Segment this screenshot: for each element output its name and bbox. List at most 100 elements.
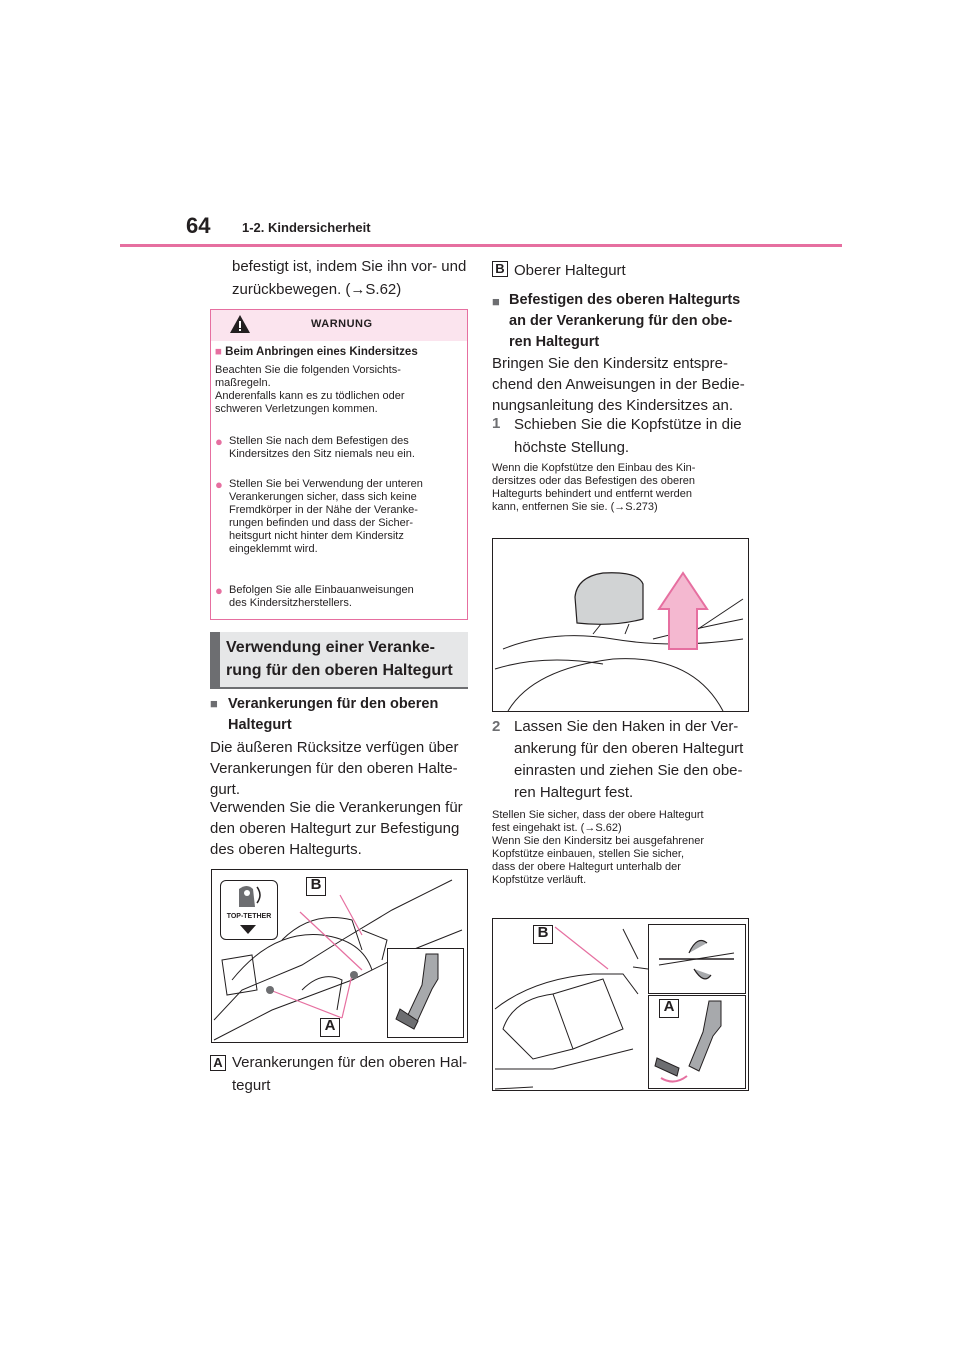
legend-b-text: Oberer Haltegurt xyxy=(514,262,626,279)
rear-seat-illustration xyxy=(213,879,463,1041)
topic-box xyxy=(210,632,468,687)
paragraph-line: nungsanleitung des Kindersitzes an. xyxy=(492,397,733,414)
topic-bar xyxy=(210,632,220,687)
step-line: ren Haltegurt fest. xyxy=(514,784,634,801)
bullet-dot-icon: ● xyxy=(215,583,223,598)
warning-bullet-line: heitsgurt nicht hinter dem Kindersitz xyxy=(229,530,404,542)
warning-bullet-line: des Kindersitzherstellers. xyxy=(229,597,352,609)
paragraph-line: Verankerungen für den oberen Halte- xyxy=(210,760,458,777)
paragraph-line: gurt. xyxy=(210,781,241,798)
warning-intro-line: maßregeln. xyxy=(215,377,271,389)
square-bullet-icon: ■ xyxy=(210,696,218,711)
sub-heading-line: Haltegurt xyxy=(228,717,292,733)
warning-bullet-line: Verankerungen sicher, dass sich keine xyxy=(229,491,417,503)
step-line: Schieben Sie die Kopfstütze in die xyxy=(514,416,742,433)
sub-heading-right: Befestigen des oberen Haltegurts an der … xyxy=(509,290,740,353)
warning-bullet-line: Fremdkörper in der Nähe der Veranke- xyxy=(229,504,418,516)
paragraph-line: Die äußeren Rücksitze verfügen über xyxy=(210,739,459,756)
note-1: Wenn die Kopfstütze den Einbau des Kin- … xyxy=(492,462,695,514)
warning-bullet-line: Stellen Sie nach dem Befestigen des xyxy=(229,435,409,447)
child-seat-icon xyxy=(239,886,261,907)
top-tether-symbol: TOP-TETHER xyxy=(220,880,278,940)
warning-box: WARNUNG ■ Beim Anbringen eines Kindersit… xyxy=(210,309,468,620)
figure-inset-buckle xyxy=(387,948,464,1038)
step-line: ankerung für den oberen Haltegurt xyxy=(514,740,744,757)
paragraph-line: Verwenden Sie die Verankerungen für xyxy=(210,799,463,816)
warning-intro-line: Anderenfalls kann es zu tödlichen oder xyxy=(215,390,405,402)
bullet-dot-icon: ● xyxy=(215,477,223,492)
sub-heading-line: Befestigen des oberen Haltegurts xyxy=(509,292,741,308)
note-line: Wenn die Kopfstütze den Einbau des Kin- xyxy=(492,462,696,474)
figure-attach-tether: B A xyxy=(492,918,749,1091)
legend-a-text: Verankerungen für den oberen Hal- tegurt xyxy=(232,1052,467,1096)
paragraph-line: chend den Anweisungen in der Bedie- xyxy=(492,376,745,393)
bullet-dot-icon: ● xyxy=(215,434,223,449)
callout-a: A xyxy=(320,1018,340,1037)
warning-intro-line: Beachten Sie die folgenden Vorsichts- xyxy=(215,364,401,376)
page-number: 64 xyxy=(186,213,211,238)
legend-a-line: tegurt xyxy=(232,1077,271,1094)
callout-b: B xyxy=(533,925,553,944)
warning-header: WARNUNG xyxy=(211,310,467,341)
child-seat-tether-illustration xyxy=(494,926,649,1090)
top-tether-label: TOP-TETHER xyxy=(226,913,272,920)
note-line: Kopfstütze einbauen, stellen Sie sicher, xyxy=(492,848,685,860)
warning-bullet-line: eingeklemmt wird. xyxy=(229,543,318,555)
callout-b: B xyxy=(306,877,326,896)
sub-heading-line: Verankerungen für den oberen xyxy=(228,696,439,712)
paragraph-right: Bringen Sie den Kindersitz entspre- chen… xyxy=(492,353,745,416)
warning-intro-line: schweren Verletzungen kommen. xyxy=(215,403,378,415)
section-header: 1-2. Kindersicherheit xyxy=(242,220,371,235)
note-2: Stellen Sie sicher, dass der obere Halte… xyxy=(492,809,704,887)
warning-bullet-2: Stellen Sie bei Verwendung der unteren V… xyxy=(229,478,423,556)
warning-bullet-line: rungen befinden und dass der Sicher- xyxy=(229,517,414,529)
inset-strap-tighten xyxy=(648,924,746,994)
sub-heading-line: an der Verankerung für den obe- xyxy=(509,313,733,329)
topic-rule xyxy=(210,687,468,689)
figure-anchor-locations: TOP-TETHER B A xyxy=(211,869,468,1043)
step-1-number: 1 xyxy=(492,415,501,432)
legend-a-box: A xyxy=(210,1055,226,1071)
legend-b-box: B xyxy=(492,261,508,277)
warning-heading: ■ Beim Anbringen eines Kindersitzes xyxy=(215,346,418,359)
paragraph-line: den oberen Haltegurt zur Befestigung xyxy=(210,820,460,837)
paragraph-line: des oberen Haltegurts. xyxy=(210,841,362,858)
note-line: Wenn Sie den Kindersitz bei ausgefahrene… xyxy=(492,835,704,847)
note-line: kann, entfernen Sie sie. (→S.273) xyxy=(492,501,658,513)
step-line: Lassen Sie den Haken in der Ver- xyxy=(514,718,739,735)
warning-title: WARNUNG xyxy=(311,318,373,330)
paragraph-line: Bringen Sie den Kindersitz entspre- xyxy=(492,355,728,372)
callout-a: A xyxy=(659,999,679,1018)
sub-heading-left: Verankerungen für den oberen Haltegurt xyxy=(228,694,438,736)
topic-title: Verwendung einer Veranke- rung für den o… xyxy=(226,636,453,682)
step-line: höchste Stellung. xyxy=(514,439,630,456)
warning-bullet-line: Befolgen Sie alle Einbauanweisungen xyxy=(229,584,414,596)
paragraph-2: Verwenden Sie die Verankerungen für den … xyxy=(210,797,463,860)
note-line: Stellen Sie sicher, dass der obere Halte… xyxy=(492,809,704,821)
tighten-arrows-icon xyxy=(658,940,735,980)
step-2-number: 2 xyxy=(492,718,501,735)
step-1-text: Schieben Sie die Kopfstütze in die höchs… xyxy=(514,413,742,459)
note-line: fest eingehakt ist. (→S.62) xyxy=(492,822,622,834)
note-line: Haltegurts behindert und entfernt werden xyxy=(492,488,692,500)
warning-heading-text: Beim Anbringen eines Kindersitzes xyxy=(225,346,418,358)
warning-bullet-1: Stellen Sie nach dem Befestigen des Kind… xyxy=(229,435,415,461)
intro-line-1: befestigt ist, indem Sie ihn vor- und xyxy=(232,258,467,275)
figure-headrest xyxy=(492,538,749,712)
note-line: dersitzes oder das Befestigen des oberen xyxy=(492,475,696,487)
topic-title-line: rung für den oberen Haltegurt xyxy=(226,662,453,679)
intro-line-2: zurückbewegen. (→S.62) xyxy=(232,281,402,298)
square-bullet-icon: ■ xyxy=(492,294,500,309)
headrest-illustration xyxy=(494,571,744,712)
warning-bullet-3: Befolgen Sie alle Einbauanweisungen des … xyxy=(229,584,414,610)
hook-icon xyxy=(654,1000,722,1083)
sub-heading-line: ren Haltegurt xyxy=(509,334,600,350)
legend-a-line: Verankerungen für den oberen Hal- xyxy=(232,1054,468,1071)
warning-intro: Beachten Sie die folgenden Vorsichts- ma… xyxy=(215,364,465,416)
header-rule xyxy=(120,244,842,247)
square-bullet-icon: ■ xyxy=(215,346,222,358)
step-line: einrasten und ziehen Sie den obe- xyxy=(514,762,743,779)
note-line: dass der obere Haltegurt unterhalb der xyxy=(492,861,681,873)
warning-triangle-icon xyxy=(230,315,250,333)
warning-bullet-line: Stellen Sie bei Verwendung der unteren xyxy=(229,478,423,490)
